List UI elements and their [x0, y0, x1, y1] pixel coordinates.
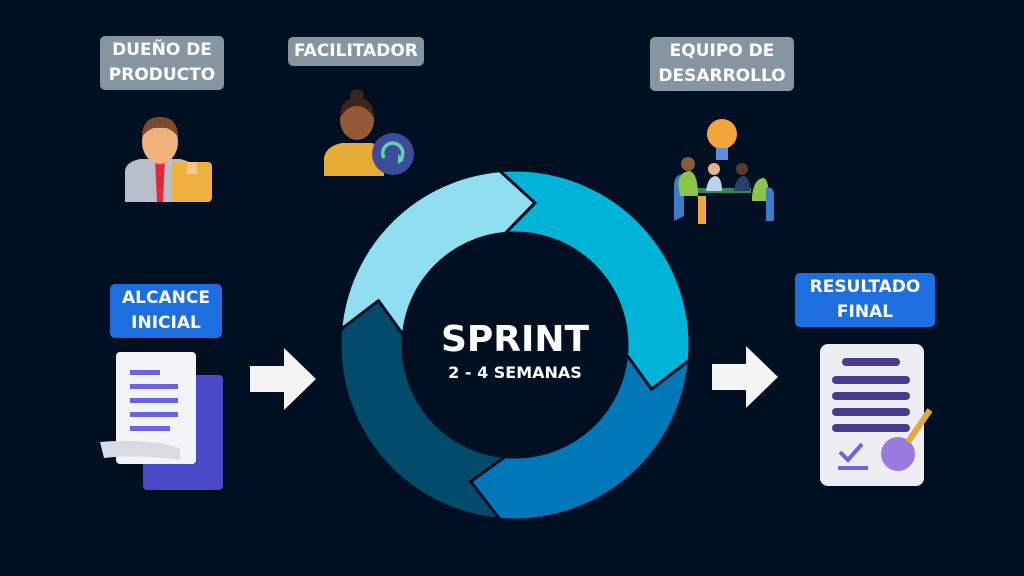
product-owner-label: DUEÑO DE PRODUCTO — [100, 36, 224, 90]
sprint-duration: 2 - 4 SEMANAS — [448, 363, 582, 382]
sprint-title: SPRINT — [440, 319, 590, 360]
facilitator-icon — [324, 89, 414, 176]
initial-scope-label: ALCANCE INICIAL — [110, 284, 222, 338]
output-arrow-icon — [712, 346, 778, 408]
final-result-document-icon — [820, 344, 933, 486]
dev-team-label: EQUIPO DE DESARROLLO — [650, 37, 794, 91]
dev-team-icon — [674, 119, 774, 224]
input-arrow-icon — [250, 348, 316, 410]
initial-scope-document-icon — [100, 352, 223, 490]
facilitator-label: FACILITADOR — [288, 37, 424, 66]
cycle-segment-4 — [338, 298, 510, 522]
final-result-label: RESULTADO FINAL — [795, 273, 935, 327]
product-owner-icon — [125, 117, 212, 202]
